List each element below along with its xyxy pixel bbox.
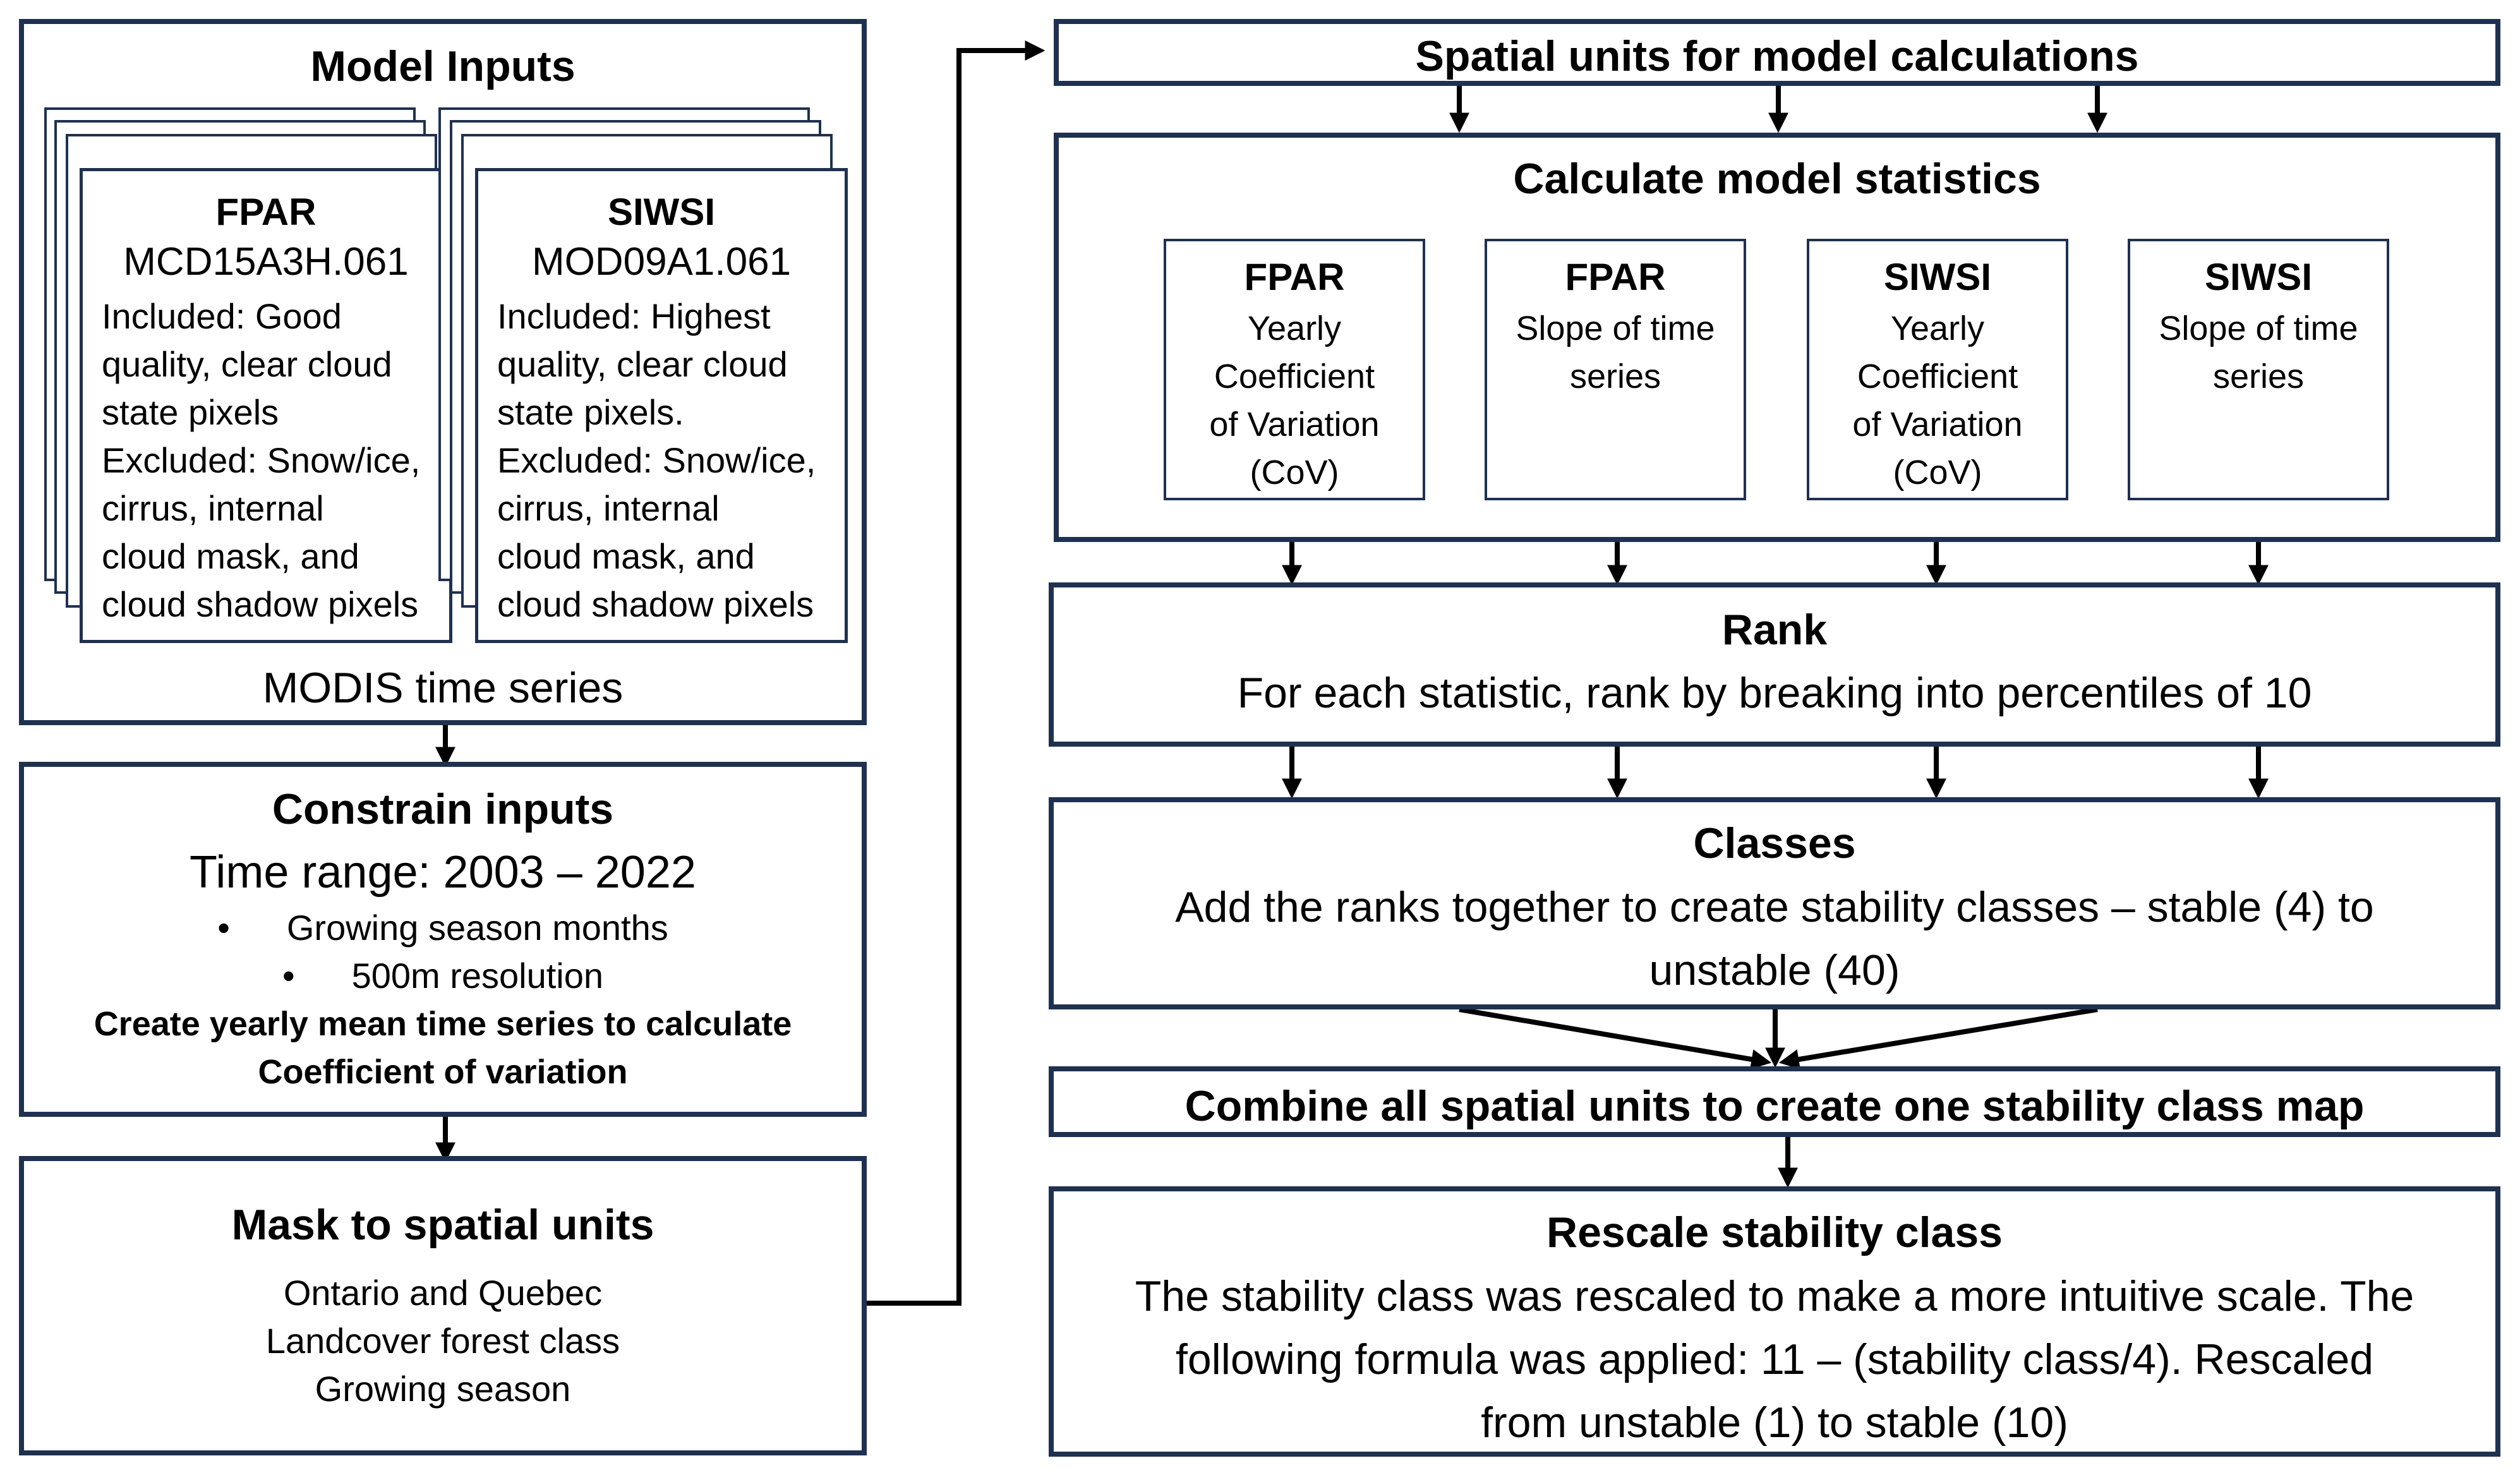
siwsi-desc-line: Included: Highest xyxy=(497,296,771,336)
fpar-desc-line: quality, clear cloud xyxy=(102,344,392,384)
arrow-mask-to-spatial-units xyxy=(867,40,1046,1306)
rank-box: Rank For each statistic, rank by breakin… xyxy=(1049,582,2500,747)
rescale-description: The stability class was rescaled to make… xyxy=(1054,1265,2495,1454)
fpar-input-title: FPAR xyxy=(215,191,317,233)
siwsi-input-product: MOD09A1.061 xyxy=(531,240,792,284)
stat-card-desc: Slope of time series xyxy=(2130,304,2387,400)
siwsi-desc-line: cirrus, internal xyxy=(497,488,720,528)
stat-card-desc-line: Coefficient xyxy=(1857,358,2018,395)
fpar-desc-line: state pixels xyxy=(102,392,279,432)
rescale-title: Rescale stability class xyxy=(1546,1208,2003,1256)
siwsi-input-description: Included: Highest quality, clear cloud s… xyxy=(497,292,816,629)
stat-card-fpar-slope: FPAR Slope of time series xyxy=(1485,239,1746,500)
constrain-bold-line: Create yearly mean time series to calcul… xyxy=(93,1005,792,1043)
rescale-box: Rescale stability class The stability cl… xyxy=(1049,1186,2500,1457)
stat-card-fpar-cov: FPAR Yearly Coefficient of Variation (Co… xyxy=(1164,239,1425,500)
stat-card-desc-line: Yearly xyxy=(1247,310,1342,347)
stat-card-title: SIWSI xyxy=(1883,256,1991,298)
fpar-desc-line: cirrus, internal xyxy=(102,488,324,528)
mask-spatial-units-box: Mask to spatial units Ontario and Quebec… xyxy=(19,1156,867,1455)
stat-card-desc: Slope of time series xyxy=(1487,304,1744,400)
stat-card-desc-line: of Variation xyxy=(1209,406,1380,443)
fpar-desc-line: Included: Good xyxy=(102,296,342,336)
mask-detail-line: Ontario and Quebec xyxy=(283,1273,603,1313)
siwsi-desc-line: cloud shadow pixels xyxy=(497,584,814,624)
stat-card-title: SIWSI xyxy=(2204,256,2312,298)
constrain-inputs-title: Constrain inputs xyxy=(272,785,614,833)
fpar-input-description: Included: Good quality, clear cloud stat… xyxy=(102,292,420,629)
mask-title: Mask to spatial units xyxy=(231,1201,654,1249)
classes-description: Add the ranks together to create stabili… xyxy=(1054,876,2495,1002)
rescale-desc-line: The stability class was rescaled to make… xyxy=(1135,1272,2414,1320)
constrain-time-range: Time range: 2003 – 2022 xyxy=(190,847,696,898)
stat-card-title: FPAR xyxy=(1244,256,1345,298)
classes-desc-line: Add the ranks together to create stabili… xyxy=(1175,883,2374,931)
siwsi-desc-line: Excluded: Snow/ice, xyxy=(497,440,816,480)
fpar-desc-line: cloud shadow pixels xyxy=(102,584,419,624)
model-statistics-title: Calculate model statistics xyxy=(1513,155,2041,203)
combine-box: Combine all spatial units to create one … xyxy=(1049,1066,2500,1137)
classes-desc-line: unstable (40) xyxy=(1649,946,1900,994)
arrow-classes-combine-left xyxy=(1459,1007,1772,1069)
classes-title: Classes xyxy=(1693,819,1856,867)
rescale-desc-line: from unstable (1) to stable (10) xyxy=(1481,1399,2068,1447)
bullet-dot: • xyxy=(282,956,295,996)
constrain-inputs-box: Constrain inputs Time range: 2003 – 2022… xyxy=(19,762,867,1117)
constrain-bold-line: Coefficient of variation xyxy=(258,1053,628,1091)
constrain-bullet: • Growing season months xyxy=(24,907,862,948)
stat-card-siwsi-slope: SIWSI Slope of time series xyxy=(2128,239,2389,500)
bullet-dot: • xyxy=(217,908,230,948)
stat-card-desc: Yearly Coefficient of Variation (CoV) xyxy=(1166,304,1423,497)
siwsi-input-card: SIWSI MOD09A1.061 Included: Highest qual… xyxy=(475,168,848,643)
rescale-desc-line: following formula was applied: 11 – (sta… xyxy=(1175,1335,2374,1383)
stat-card-desc-line: Yearly xyxy=(1890,310,1985,347)
model-inputs-title: Model Inputs xyxy=(310,42,576,90)
spatial-units-box: Spatial units for model calculations xyxy=(1054,19,2500,86)
siwsi-desc-line: state pixels. xyxy=(497,392,684,432)
stat-card-siwsi-cov: SIWSI Yearly Coefficient of Variation (C… xyxy=(1807,239,2068,500)
stat-card-desc: Yearly Coefficient of Variation (CoV) xyxy=(1809,304,2066,497)
rank-title: Rank xyxy=(1721,606,1828,654)
fpar-input-product: MCD15A3H.061 xyxy=(123,240,409,284)
siwsi-desc-line: cloud mask, and xyxy=(497,536,755,576)
stat-card-desc-line: of Variation xyxy=(1852,406,2023,443)
fpar-input-card: FPAR MCD15A3H.061 Included: Good quality… xyxy=(80,168,452,643)
constrain-bullet-text: 500m resolution xyxy=(351,956,604,996)
constrain-bullet: • 500m resolution xyxy=(24,955,862,996)
mask-detail-line: Landcover forest class xyxy=(265,1321,620,1361)
stat-card-desc-line: Slope of time xyxy=(2159,310,2358,347)
constrain-bullet-text: Growing season months xyxy=(286,908,668,948)
model-inputs-footer: MODIS time series xyxy=(262,664,624,712)
siwsi-desc-line: quality, clear cloud xyxy=(497,344,788,384)
stat-card-desc-line: series xyxy=(2212,358,2305,395)
stat-card-desc-line: (CoV) xyxy=(1893,454,1982,491)
fpar-desc-line: cloud mask, and xyxy=(102,536,359,576)
fpar-desc-line: Excluded: Snow/ice, xyxy=(102,440,421,480)
stat-card-desc-line: (CoV) xyxy=(1250,454,1339,491)
classes-box: Classes Add the ranks together to create… xyxy=(1049,797,2500,1009)
stat-card-desc-line: series xyxy=(1569,358,1661,395)
combine-title: Combine all spatial units to create one … xyxy=(1185,1082,2365,1130)
stat-card-desc-line: Coefficient xyxy=(1214,358,1375,395)
stat-card-desc-line: Slope of time xyxy=(1516,310,1715,347)
rank-description: For each statistic, rank by breaking int… xyxy=(1237,669,2312,717)
mask-detail-line: Growing season xyxy=(315,1369,571,1409)
arrow-classes-combine-right xyxy=(1778,1007,2098,1069)
siwsi-input-title: SIWSI xyxy=(607,191,715,233)
spatial-units-title: Spatial units for model calculations xyxy=(1415,32,2139,80)
stat-card-title: FPAR xyxy=(1565,256,1666,298)
